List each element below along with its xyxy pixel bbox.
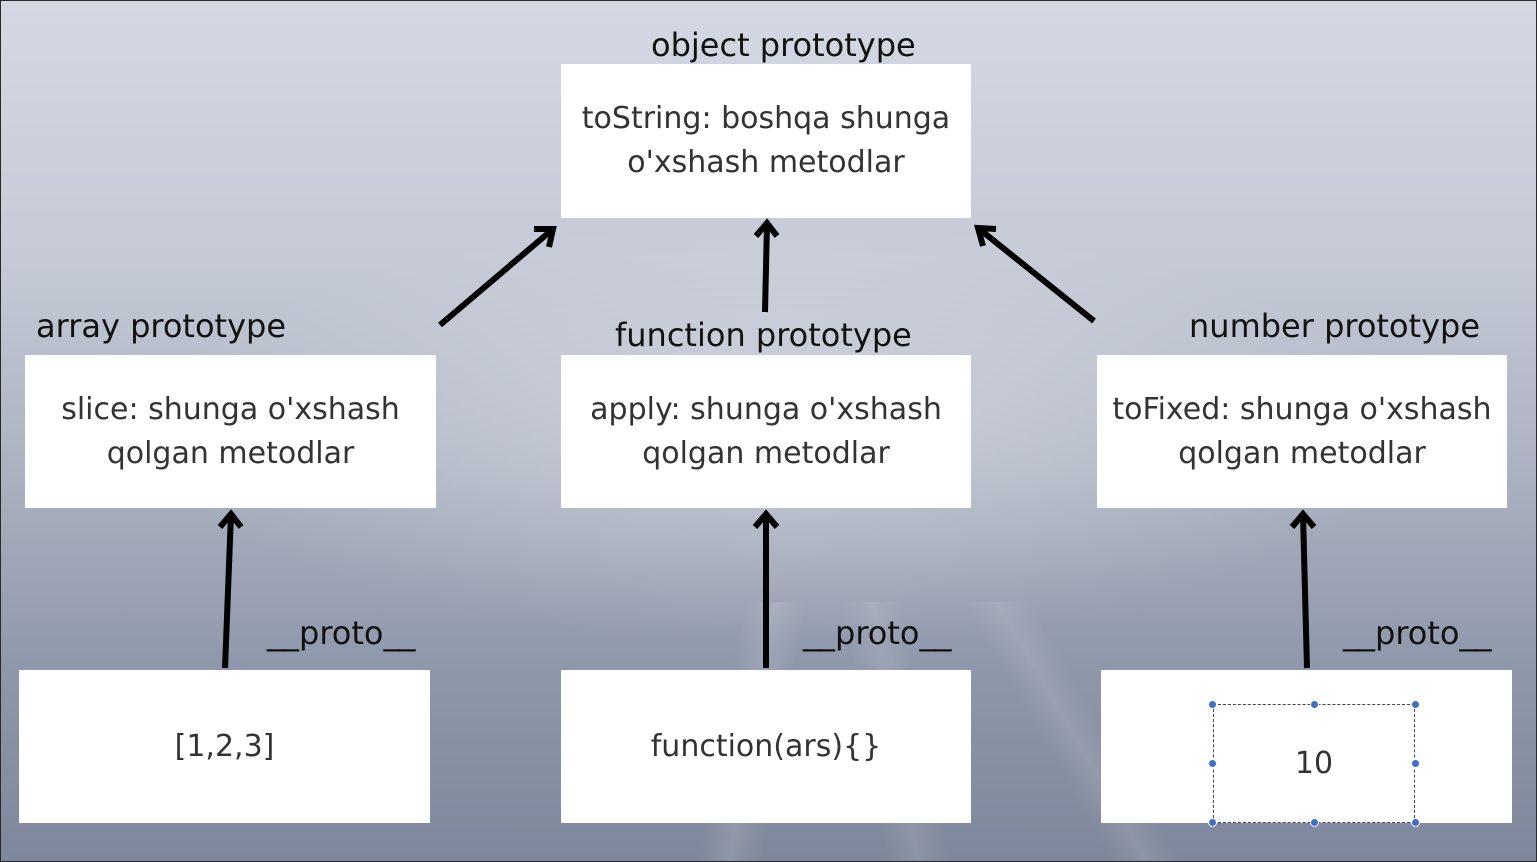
arrow-function-to-object [762, 222, 770, 313]
arrow-array-to-object [438, 226, 555, 328]
resize-handle-bottom[interactable] [1310, 818, 1319, 827]
resize-handle-left[interactable] [1208, 759, 1217, 768]
proto-label-array: __proto__ [267, 614, 416, 652]
number-instance-value: 10 [1294, 746, 1334, 781]
function-instance-box[interactable]: function(ars){} [561, 670, 971, 823]
resize-handle-right[interactable] [1411, 759, 1420, 768]
resize-handle-bottom-right[interactable] [1411, 818, 1420, 827]
arrow-number-to-object [976, 225, 1096, 324]
resize-handle-bottom-left[interactable] [1208, 818, 1217, 827]
object-prototype-box[interactable]: toString: boshqa shunga o'xshash metodla… [561, 64, 971, 218]
number-prototype-line1: toFixed: shunga o'xshash [1112, 391, 1492, 427]
number-prototype-box[interactable]: toFixed: shunga o'xshash qolgan metodlar [1097, 355, 1507, 508]
object-prototype-title: object prototype [651, 26, 916, 64]
array-prototype-line1: slice: shunga o'xshash [61, 391, 400, 427]
selected-textbox[interactable]: 10 [1213, 704, 1415, 823]
resize-handle-top-left[interactable] [1208, 700, 1217, 709]
object-prototype-line2: o'xshash metodlar [627, 145, 905, 180]
array-prototype-box[interactable]: slice: shunga o'xshash qolgan metodlar [25, 355, 436, 508]
array-instance-value: [1,2,3] [174, 728, 275, 764]
function-prototype-title: function prototype [615, 316, 912, 354]
array-prototype-line2: qolgan metodlar [106, 435, 355, 471]
resize-handle-top[interactable] [1310, 700, 1319, 709]
function-prototype-line2: qolgan metodlar [642, 435, 890, 471]
function-prototype-box[interactable]: apply: shunga o'xshash qolgan metodlar [561, 355, 971, 508]
number-prototype-title: number prototype [1189, 307, 1481, 345]
object-prototype-line1: toString: boshqa shunga [581, 101, 951, 136]
array-prototype-title: array prototype [36, 307, 287, 345]
number-prototype-line2: qolgan metodlar [1178, 435, 1426, 471]
arrow-number-instance [1300, 513, 1310, 669]
resize-handle-top-right[interactable] [1411, 700, 1420, 709]
number-instance-box[interactable] [1101, 670, 1512, 823]
function-prototype-line1: apply: shunga o'xshash [590, 391, 942, 427]
proto-label-function: __proto__ [803, 614, 952, 652]
function-instance-value: function(ars){} [650, 728, 882, 764]
arrow-array-instance [222, 513, 234, 669]
proto-label-number: __proto__ [1343, 614, 1492, 652]
array-instance-box[interactable]: [1,2,3] [19, 670, 430, 823]
